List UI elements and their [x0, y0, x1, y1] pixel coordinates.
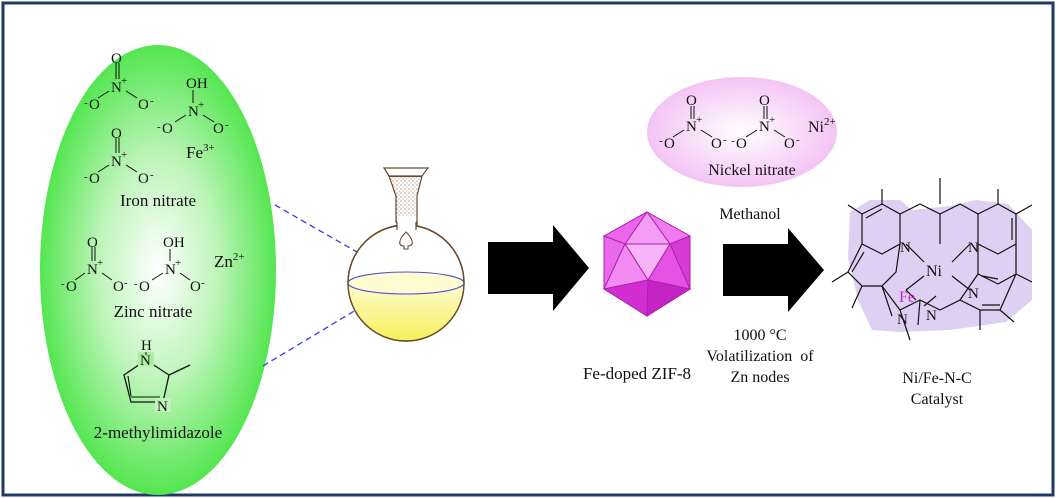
atom-label: O [138, 171, 149, 187]
atom-label: N [111, 80, 122, 96]
atom-label: O [736, 136, 747, 152]
nickel-nitrate-oval [647, 77, 837, 187]
charge-label: - [659, 135, 663, 147]
dashed-connector-bottom [262, 280, 405, 367]
charge-label: + [97, 257, 103, 269]
atom-label: O [89, 171, 100, 187]
catalyst-label-line1: Ni/Fe-N-C [902, 370, 971, 387]
charge-label: + [121, 75, 127, 87]
volatilization-label-line1: Volatilization of [706, 348, 814, 365]
atom-label: OH [163, 235, 185, 251]
methanol-label: Methanol [719, 206, 781, 223]
nickel-nitrate-group: O N + - O O - O N + - O O - Ni2+ Nickel … [647, 77, 837, 187]
charge-label: - [150, 169, 154, 181]
atom-label: N [87, 262, 98, 278]
precursor-group: O N + - O O - OH N + - O O - O [40, 45, 276, 495]
charge-label: + [769, 114, 775, 126]
iron-nitrate-label: Iron nitrate [120, 191, 196, 210]
charge-label: - [225, 119, 229, 131]
atom-label: N [897, 312, 908, 328]
charge-label: - [124, 277, 128, 289]
atom-label: N [111, 154, 122, 170]
nitrate-ion-4: O N + - O O - [659, 93, 727, 152]
atom-label: O [87, 235, 98, 251]
atom-label: O [190, 279, 201, 295]
charge-label: - [731, 135, 735, 147]
charge-label: - [723, 134, 727, 146]
atom-label: N [686, 119, 697, 135]
atom-label: N [968, 286, 979, 302]
zinc-ion-label: Zn2+ [214, 251, 245, 271]
atom-label: O [664, 136, 675, 152]
atom-label: N [968, 240, 979, 256]
atom-label: O [759, 93, 770, 109]
charge-label: + [175, 257, 181, 269]
atom-label: O [711, 136, 722, 152]
imidazole-label: 2-methylimidazole [94, 423, 222, 442]
zif-label: Fe-doped ZIF-8 [583, 364, 691, 383]
charge-label: + [121, 149, 127, 161]
catalyst-structure: N N N N N Ni Fe [831, 178, 1033, 341]
charge-label: - [150, 95, 154, 107]
nickel-ion-label: Ni2+ [808, 116, 836, 136]
zinc-nitrate-label: Zinc nitrate [114, 302, 193, 321]
black-block-arrow-icon [488, 225, 589, 311]
atom-label: O [89, 97, 100, 113]
round-bottom-flask-icon [347, 167, 465, 342]
catalyst-label-line2: Catalyst [911, 391, 964, 408]
imidazole-molecule: H N N [123, 338, 191, 415]
iron-atom-label: Fe [899, 289, 915, 306]
atom-label: N [900, 240, 911, 256]
nickel-nitrate-label: Nickel nitrate [708, 162, 796, 179]
charge-label: - [84, 171, 88, 183]
charge-label: - [157, 121, 161, 133]
nitrate-ion-2: O N + - O O - [84, 126, 154, 187]
atom-label: O [162, 121, 173, 137]
volatilization-label-line2: Zn nodes [730, 369, 789, 386]
iron-ion-label: Fe3+ [186, 142, 215, 162]
atom-label: N [188, 104, 199, 120]
atom-label: O [111, 126, 122, 142]
black-block-arrow-icon [723, 228, 824, 312]
atom-label: O [111, 51, 122, 67]
atom-label: O [113, 279, 124, 295]
nitrate-ion-5: O N + - O O - [731, 93, 800, 152]
atom-label: N [140, 353, 151, 369]
precursor-oval [40, 45, 276, 495]
atom-label: O [686, 93, 697, 109]
atom-label: N [157, 399, 168, 415]
charge-label: - [201, 277, 205, 289]
atom-label: O [784, 136, 795, 152]
nitrate-ion-3: O N + - O O - [61, 235, 128, 295]
atom-label: O [139, 279, 150, 295]
icosahedron-crystal-icon [602, 211, 692, 317]
atom-label: OH [186, 76, 208, 92]
atom-label: O [213, 121, 224, 137]
charge-label: - [796, 134, 800, 146]
atom-label: N [759, 119, 770, 135]
atom-label: N [926, 308, 937, 324]
nitric-acid-2: OH N + - O O - [134, 235, 205, 295]
temperature-label: 1000 °C [733, 327, 786, 344]
atom-label: O [138, 97, 149, 113]
charge-label: - [84, 97, 88, 109]
nickel-atom-label: Ni [926, 263, 943, 280]
charge-label: - [134, 278, 138, 290]
atom-label: O [66, 279, 77, 295]
charge-label: + [198, 99, 204, 111]
atom-label: N [165, 262, 176, 278]
charge-label: + [696, 114, 702, 126]
nitric-acid-1: OH N + - O O - [157, 76, 229, 137]
atom-label: H [141, 338, 152, 354]
charge-label: - [61, 278, 65, 290]
nitrate-ion-1: O N + - O O - [84, 51, 154, 113]
